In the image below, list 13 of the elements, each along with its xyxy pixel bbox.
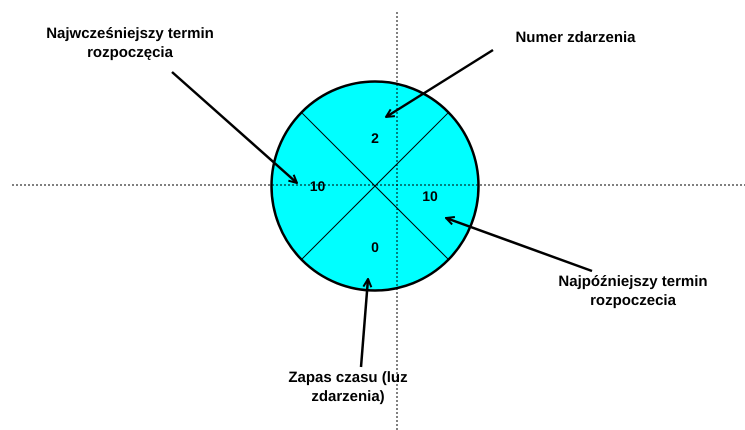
callout-label: Najpóźniejszy termin rozpoczecia — [557, 272, 709, 310]
sector-value: 2 — [371, 130, 379, 146]
sector-value: 10 — [310, 178, 326, 194]
callout-label: Numer zdarzenia — [514, 28, 637, 47]
leader-arrow — [445, 216, 592, 272]
leader-arrow — [385, 48, 494, 118]
sector-value: 0 — [371, 238, 379, 254]
sector-value: 10 — [422, 188, 438, 204]
leader-arrow — [171, 71, 298, 184]
event-circle — [270, 80, 480, 292]
callout-label: Zapas czasu (luz zdarzenia) — [287, 368, 409, 406]
callout-label: Najwcześniejszy termin rozpoczęcia — [45, 24, 215, 62]
leader-arrow — [360, 278, 372, 368]
